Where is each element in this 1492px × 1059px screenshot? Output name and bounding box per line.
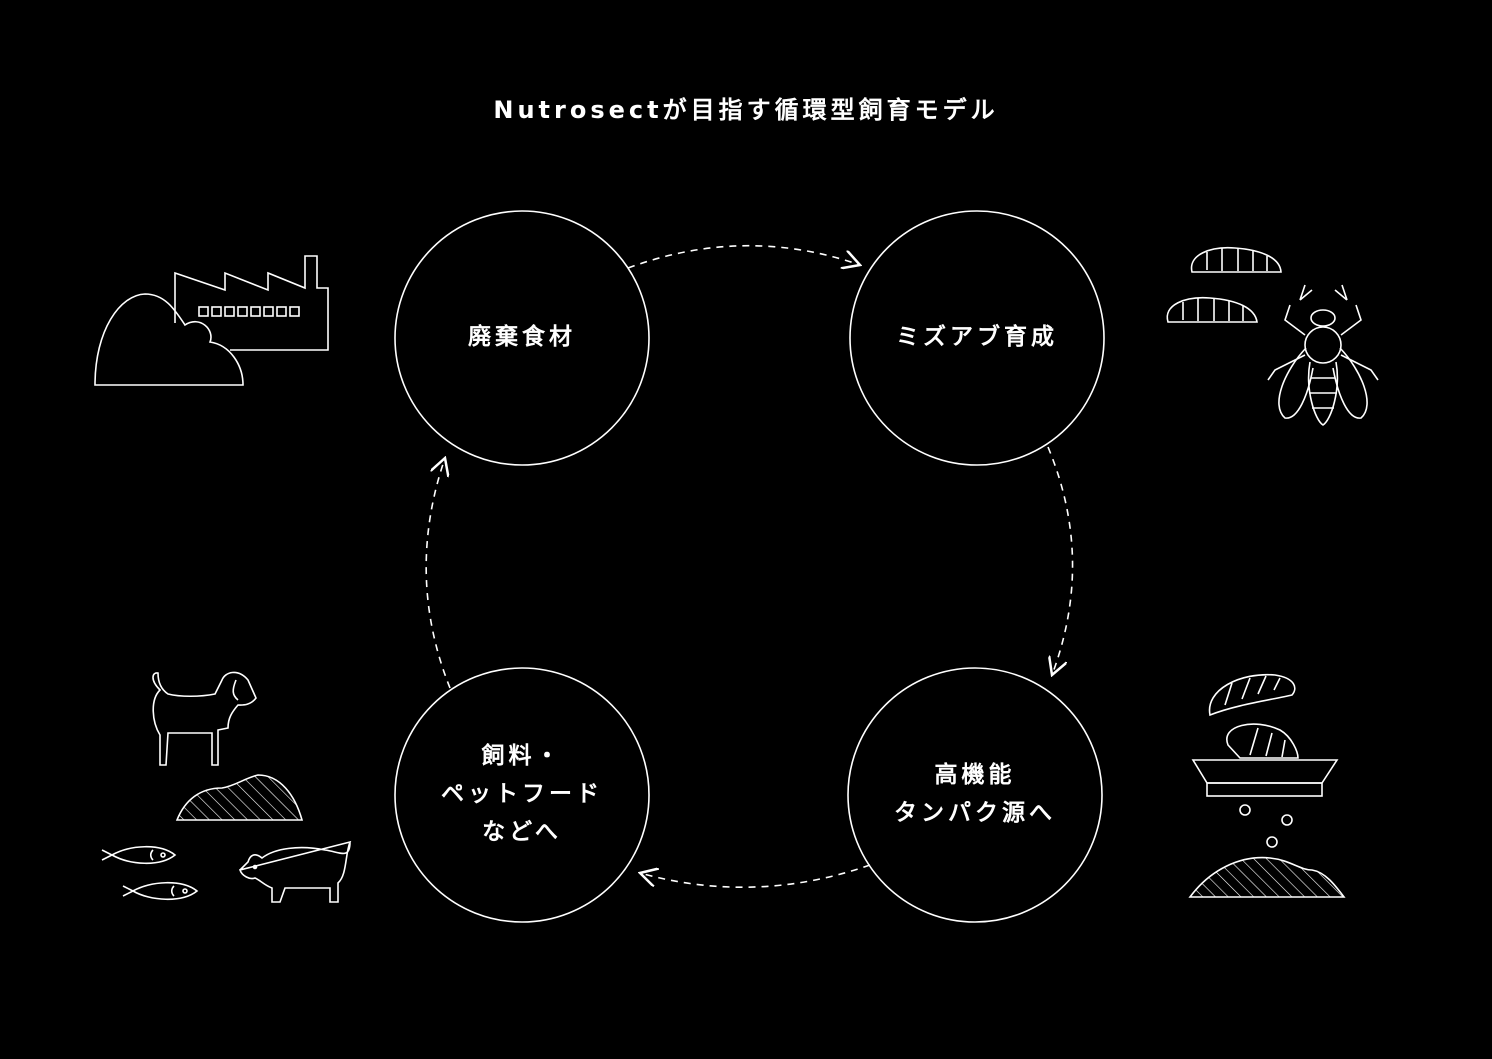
node-label-feed: 飼料・ ペットフード などへ [392,737,652,851]
arrow-feed-to-waste [425,458,451,689]
node-label-line: ミズアブ育成 [896,324,1058,350]
arrow-rearing-to-protein [1047,446,1074,675]
node-label-line: タンパク源へ [894,800,1056,826]
node-label-line: などへ [482,819,562,845]
node-circle-bsf-rearing [849,210,1105,466]
node-label-protein: 高機能 タンパク源へ [845,756,1105,832]
node-label-line: 高機能 [934,762,1016,788]
diagram-title: Nutrosectが目指す循環型飼育モデル [493,96,999,124]
node-label-bsf-rearing: ミズアブ育成 [847,318,1107,356]
dog-icon [152,671,257,766]
soldier-fly-icon [1267,284,1379,426]
factory-icon [94,255,329,386]
fish-icon [101,845,199,901]
feed-pile-icon [1188,856,1346,898]
node-circle-waste-food [394,210,650,466]
arrow-waste-to-rearing [627,244,860,268]
feed-pile-icon-2 [175,774,304,821]
node-circle-feed [394,667,650,923]
node-label-line: 廃棄食材 [468,324,576,350]
node-label-waste-food: 廃棄食材 [392,318,652,356]
larvae-tray-icon [1191,673,1339,848]
pig-icon [238,840,352,903]
arrow-protein-to-feed [640,864,871,889]
larvae-icon [1166,246,1282,323]
node-label-line: 飼料・ [481,743,563,769]
node-circle-protein [847,667,1103,923]
node-label-line: ペットフード [441,781,603,807]
